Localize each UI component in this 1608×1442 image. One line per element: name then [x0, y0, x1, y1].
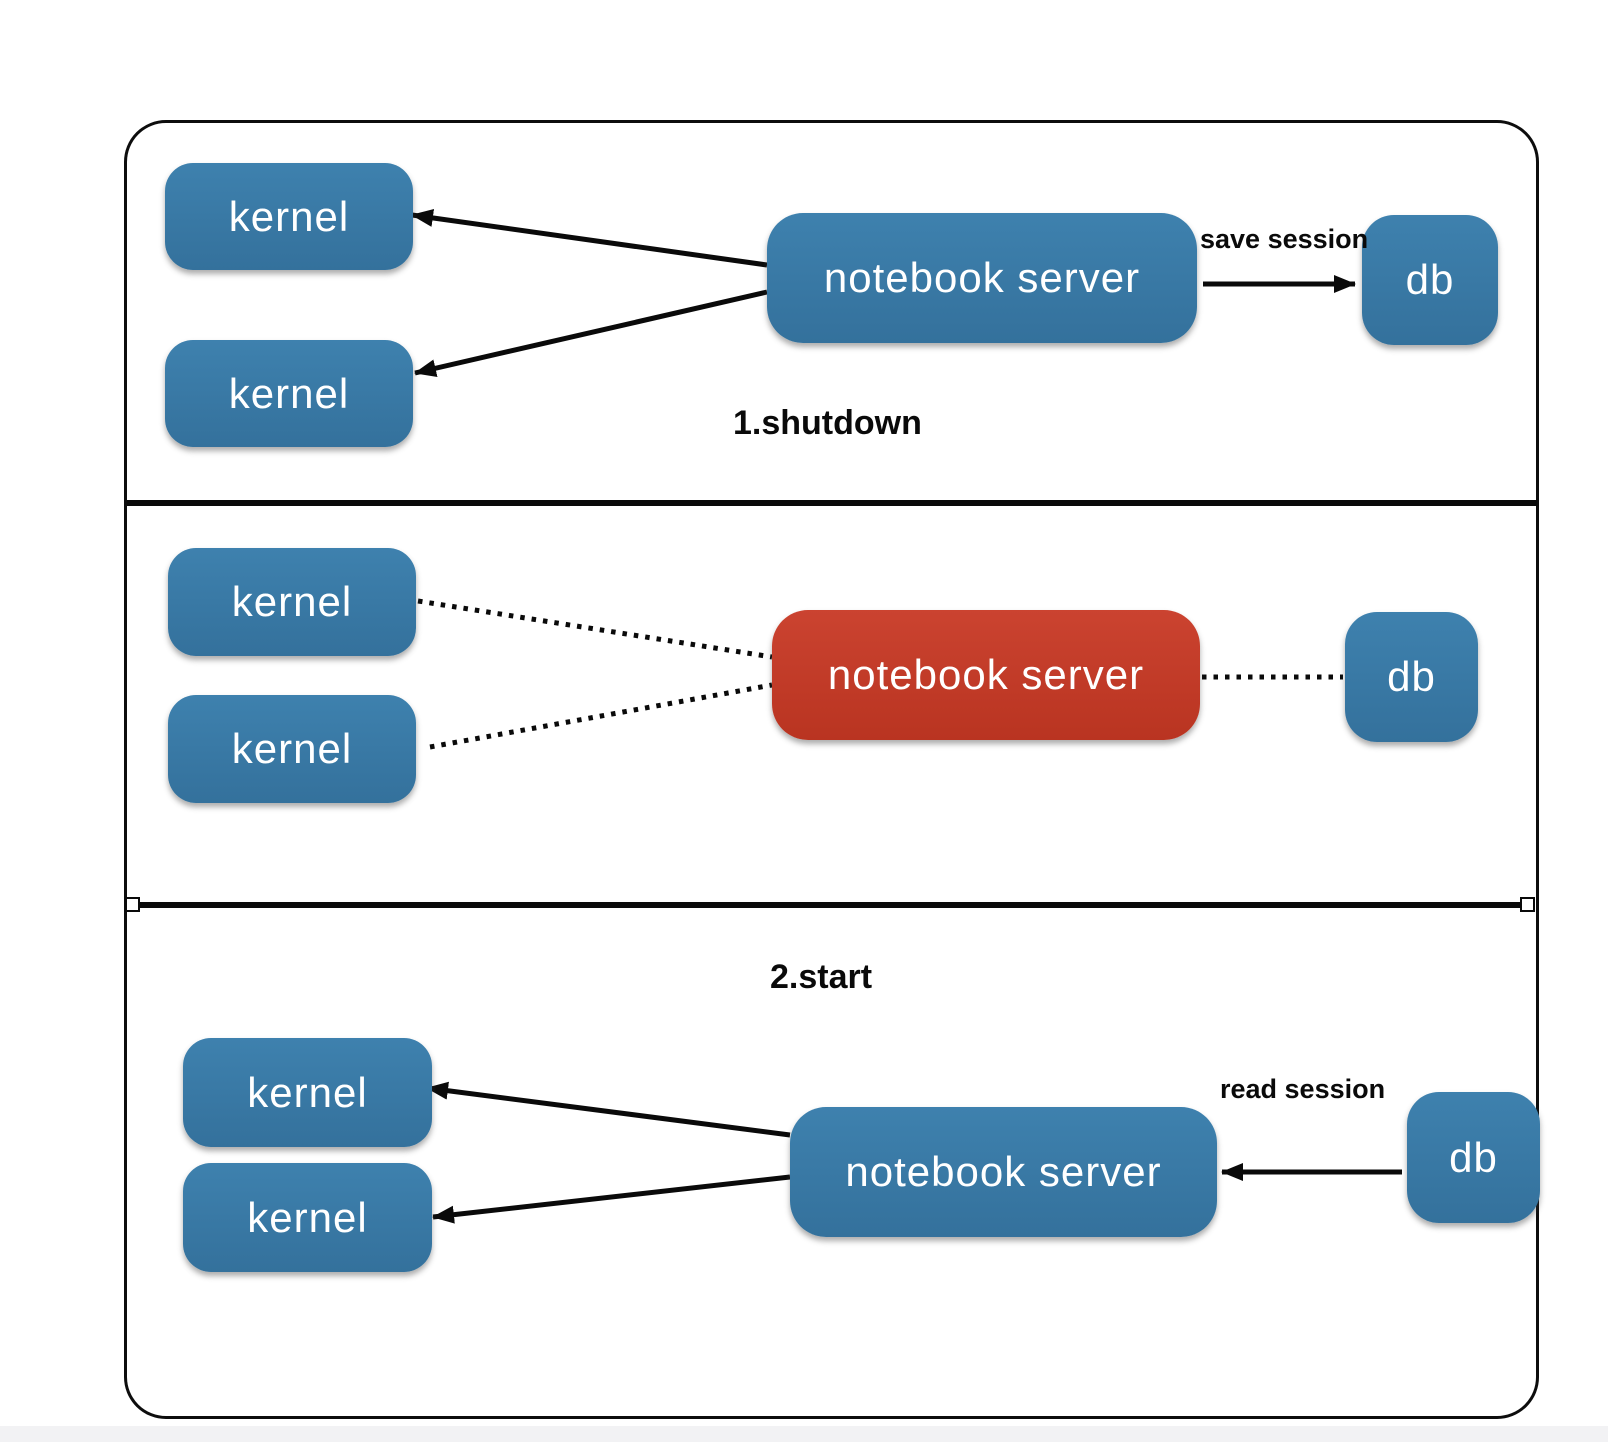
kernel-node[interactable]: kernel — [183, 1038, 432, 1147]
db-label: db — [1387, 653, 1436, 700]
notebook-server-node[interactable]: notebook server — [790, 1107, 1217, 1237]
arrow-server-to-kernel-top-3 — [426, 1081, 791, 1138]
arrow-server-to-kernel-top-1 — [411, 209, 768, 268]
db-node[interactable]: db — [1407, 1092, 1540, 1223]
save-session-label: save session — [1200, 224, 1369, 254]
canvas-edge-strip — [0, 1426, 1608, 1442]
kernel-node[interactable]: kernel — [183, 1163, 432, 1272]
start-caption: 2.start — [770, 958, 873, 996]
dotted-kernel-bottom-to-server — [429, 682, 773, 750]
shutdown-caption: 1.shutdown — [733, 404, 922, 442]
notebook-server-label: notebook server — [845, 1148, 1162, 1195]
db-label: db — [1449, 1133, 1498, 1181]
kernel-label: kernel — [228, 369, 350, 417]
kernel-node[interactable]: kernel — [165, 163, 413, 270]
db-label: db — [1405, 256, 1455, 303]
kernel-node[interactable]: kernel — [168, 695, 416, 803]
notebook-server-label: notebook server — [823, 254, 1141, 301]
arrow-server-to-kernel-bottom-1 — [414, 289, 768, 378]
db-node[interactable]: db — [1345, 612, 1478, 742]
outer-frame — [124, 120, 1539, 1419]
kernel-label: kernel — [231, 578, 353, 625]
notebook-server-node[interactable]: notebook server — [767, 213, 1197, 343]
db-node[interactable]: db — [1362, 215, 1498, 345]
selection-handle-left[interactable] — [125, 897, 140, 912]
notebook-server-label: notebook server — [827, 651, 1145, 698]
notebook-server-node-stopped[interactable]: notebook server — [772, 610, 1200, 740]
kernel-node[interactable]: kernel — [168, 548, 416, 656]
arrow-server-to-kernel-bottom-3 — [432, 1174, 791, 1224]
kernel-label: kernel — [231, 725, 353, 772]
kernel-label: kernel — [247, 1068, 368, 1116]
selection-handle-right[interactable] — [1520, 897, 1535, 912]
dotted-kernel-top-to-server — [417, 598, 773, 660]
kernel-label: kernel — [247, 1193, 368, 1241]
kernel-node[interactable]: kernel — [165, 340, 413, 447]
read-session-label: read session — [1220, 1074, 1386, 1104]
kernel-label: kernel — [228, 192, 350, 240]
